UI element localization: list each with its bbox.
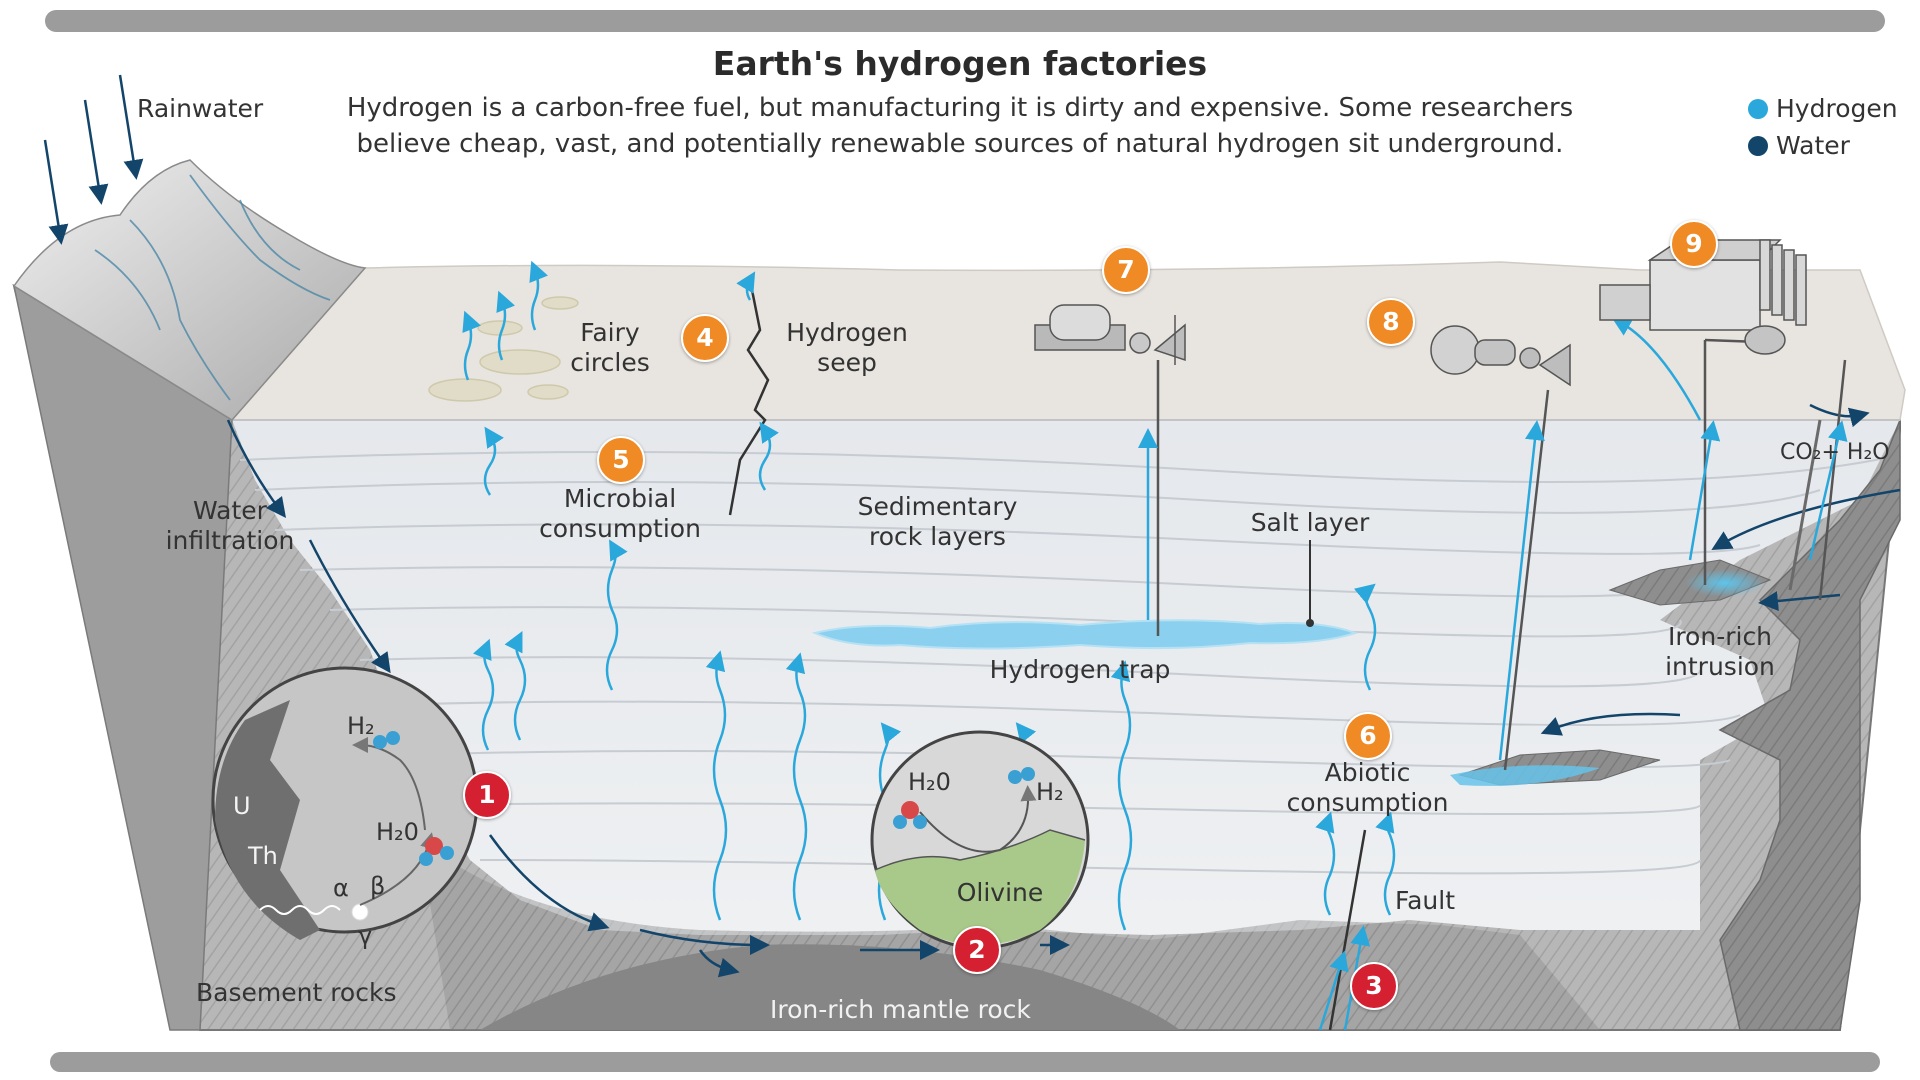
label-water-infiltration: Water infiltration [165,496,295,555]
label-olivine: Olivine [956,878,1044,907]
inset1-gamma-label: γ [358,922,373,950]
legend-hydrogen-label: Hydrogen [1776,94,1898,123]
badge-3: 3 [1350,962,1398,1010]
label-microbial-consumption: Microbial consumption [539,484,701,543]
inset1-h2-label: H₂ [347,712,375,740]
water-dot-icon [1748,135,1768,156]
label-iron-rich-intrusion: Iron-rich intrusion [1665,622,1775,681]
inset2-h2-label: H₂ [1036,778,1064,806]
badge-5: 5 [597,436,645,484]
inset1-beta-label: β [370,872,386,900]
label-iron-rich-mantle-rock: Iron-rich mantle rock [770,995,1031,1024]
label-salt-layer: Salt layer [1250,508,1370,537]
badge-6: 6 [1344,712,1392,760]
badge-4: 4 [681,314,729,362]
badge-8: 8 [1367,298,1415,346]
label-fault: Fault [1395,886,1455,915]
label-rainwater: Rainwater [137,94,264,123]
legend-hydrogen: Hydrogen [1748,94,1898,123]
inset1-h2o-label: H₂0 [376,818,419,846]
inset1-uranium-label: U [233,792,251,820]
label-sedimentary-rock-layers: Sedimentary rock layers [857,492,1018,551]
diagram-title: Earth's hydrogen factories [712,44,1208,83]
badge-7: 7 [1102,246,1150,294]
label-fairy-circles: Fairy circles [570,318,650,377]
label-hydrogen-trap: Hydrogen trap [989,655,1171,684]
inset1-thorium-label: Th [248,842,278,870]
label-hydrogen-seep: Hydrogen seep [786,318,908,377]
legend-water: Water [1748,131,1850,160]
label-co2-h2o: CO₂+ H₂O [1780,440,1890,465]
badge-1: 1 [463,771,511,819]
legend-water-label: Water [1776,131,1850,160]
inset1-alpha-label: α [333,874,349,902]
hydrogen-dot-icon [1748,98,1768,119]
label-basement-rocks: Basement rocks [196,978,397,1007]
badge-2: 2 [953,926,1001,974]
label-abiotic-consumption: Abiotic consumption [1286,758,1449,817]
inset2-h2o-label: H₂0 [908,768,951,796]
diagram-subtitle: Hydrogen is a carbon-free fuel, but manu… [346,93,1574,159]
badge-9: 9 [1670,220,1718,268]
